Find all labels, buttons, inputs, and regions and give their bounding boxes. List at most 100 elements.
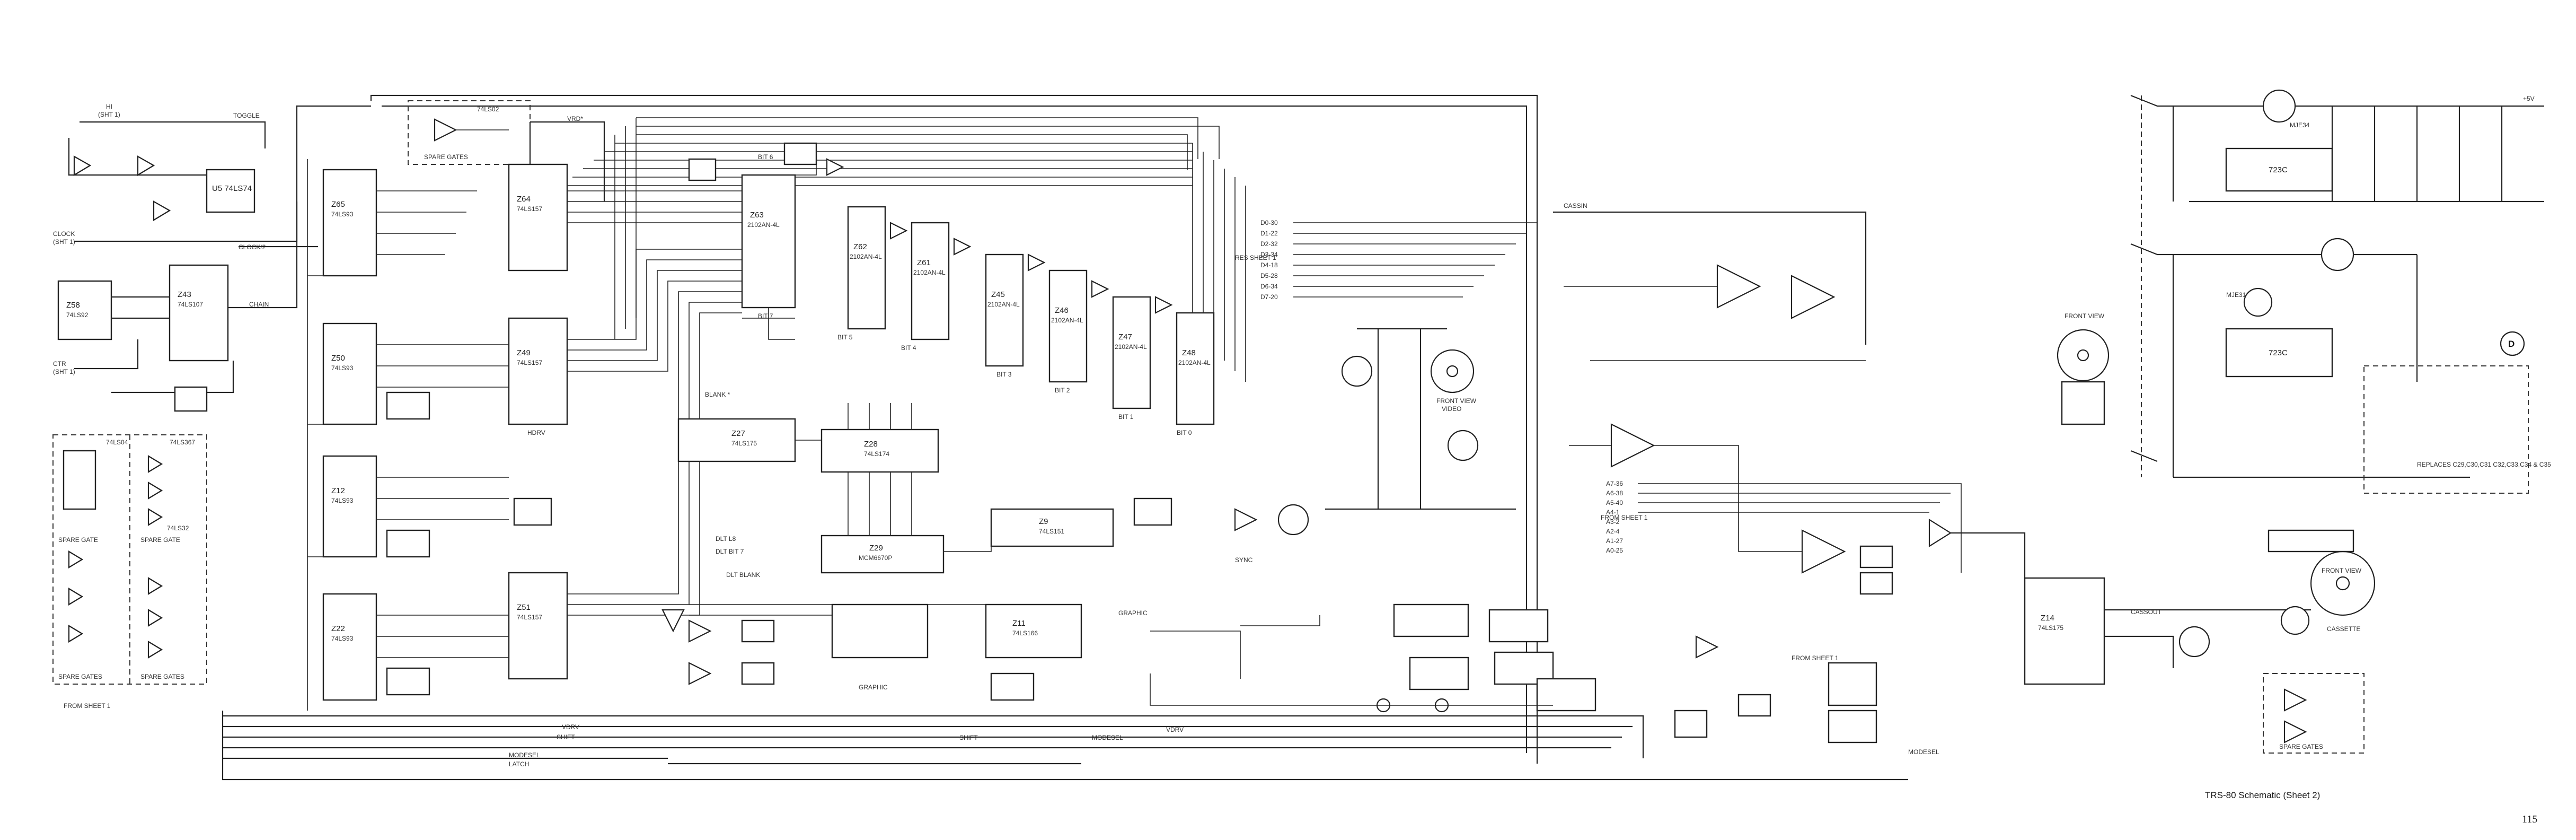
hdrv-label: HDRV	[527, 429, 545, 436]
chip-z61	[911, 222, 950, 340]
sht1-label: (SHT 1)	[98, 111, 120, 118]
vdrv-label-2: VDRV	[562, 723, 579, 731]
chip-z49-id: Z49	[517, 348, 531, 357]
timing-section: SYNC VDRV MODESEL SHIFT MODESEL	[959, 497, 1939, 756]
blank-label: BLANK *	[705, 391, 730, 398]
modesel-label-3: MODESEL	[509, 751, 540, 759]
data-bus-label-2: D2-32	[1260, 240, 1278, 248]
spare-gates-label-left-2: SPARE GATES	[140, 673, 184, 680]
bit2-label: BIT 2	[1055, 387, 1070, 394]
bit6-label: BIT 6	[758, 153, 773, 161]
clock-sht-label: (SHT 1)	[53, 238, 75, 246]
chip-z14-type: 74LS175	[2038, 624, 2063, 632]
power-supply: +5V MJE34 723C MJE31 723C FRONT VIEW REP…	[2057, 89, 2551, 494]
chip-z46-type: 2102AN-4L	[1051, 317, 1083, 324]
723c-label-top: 723C	[2269, 165, 2288, 174]
vdrv-label: VDRV	[1166, 726, 1184, 733]
from-sheet-label: FROM SHEET 1	[1792, 654, 1839, 662]
chip-z21	[386, 667, 430, 696]
mje31-label: MJE31	[2226, 291, 2246, 299]
chip-z43-id: Z43	[178, 290, 191, 299]
inverter-gate	[153, 200, 171, 221]
chain-label: CHAIN	[249, 301, 269, 308]
chip-z28	[821, 428, 939, 473]
ctr-label: CTR	[53, 360, 66, 368]
front-view-label-2: FRONT VIEW	[2322, 567, 2362, 574]
data-bus-label-4: D4-18	[1260, 261, 1278, 269]
chip-z11-type: 74LS166	[1012, 629, 1038, 637]
data-bus-label-3: D3-34	[1260, 251, 1278, 258]
chip-label: U5 74LS74	[212, 184, 252, 193]
inverter-gate	[73, 155, 92, 176]
chip-z50	[322, 322, 377, 425]
addr-bus-label-3: A4-1	[1606, 509, 1620, 516]
dlt-l8-label: DLT L8	[716, 535, 736, 542]
spare-gates-label-top: SPARE GATES	[424, 153, 468, 161]
chip-z9-type: 74LS151	[1039, 528, 1064, 535]
data-bus-label-0: D0-30	[1260, 219, 1278, 226]
chip-z22-id: Z22	[331, 624, 345, 633]
transistor-q1	[2262, 89, 2296, 123]
res-sheet-label: RES SHEET 1	[1235, 254, 1276, 261]
chip-z29	[821, 535, 945, 574]
chip-z14-id: Z14	[2041, 614, 2054, 623]
addr-bus-label-0: A7-36	[1606, 480, 1623, 487]
callout-d	[2500, 331, 2525, 356]
chip-z45	[985, 253, 1024, 367]
bottom-signals: LATCH MODESEL SHIFT VDRV FROM SHEET 1	[64, 702, 1908, 781]
clock-label: CLOCK	[53, 230, 75, 238]
chip-z58-id: Z58	[66, 301, 80, 310]
spare-gates-label-right: SPARE GATES	[2279, 743, 2323, 750]
spare-gate-type-b: 74LS367	[170, 439, 195, 446]
chip-z18	[990, 672, 1035, 701]
page-number: 115	[2522, 813, 2538, 825]
video-output: FRONT VIEW VIDEO	[1325, 328, 1516, 510]
chip-z48	[1176, 312, 1215, 425]
chip-z64	[508, 163, 568, 272]
sync-label: SYNC	[1235, 556, 1253, 564]
chip-z64-type: 74LS157	[517, 205, 542, 213]
chip-z58-type: 74LS92	[66, 311, 89, 319]
723c-label-bottom: 723C	[2269, 348, 2288, 357]
chip-z11	[985, 603, 1082, 659]
chip-z47	[1112, 296, 1151, 409]
address-bus-block: A7-36 A6-38 A5-40 A4-1 A3-2 A2-4 A1-27 A…	[1606, 480, 1962, 573]
data-bus-label-6: D6-34	[1260, 283, 1278, 290]
graphic-label: GRAPHIC	[1118, 609, 1148, 617]
chip-z63-id: Z63	[750, 211, 764, 220]
chip-z27	[677, 418, 796, 462]
addr-bus-label-4: A3-2	[1606, 518, 1620, 526]
chip-z65-type: 74LS93	[331, 211, 354, 218]
chip-z30	[688, 158, 717, 181]
chip-z68	[386, 529, 430, 558]
replaces-label: REPLACES C29,C30,C31 C32,C33,C34 & C35	[2417, 461, 2551, 468]
spare-gate-label: SPARE GATE	[58, 536, 98, 544]
chip-z30b	[1133, 497, 1172, 526]
chip-z49-type: 74LS157	[517, 359, 542, 366]
opamp-z4	[1716, 264, 1761, 309]
chip-z13	[831, 603, 929, 659]
spare-gates-left: SPARE GATE SPARE GATE SPARE GATES SPARE …	[52, 434, 207, 685]
chip-z9	[990, 508, 1114, 547]
chip-z62-id: Z62	[853, 242, 867, 251]
chip-z9-id: Z9	[1039, 517, 1048, 526]
chip-z50-type: 74LS93	[331, 364, 354, 372]
callout-d-label: D	[2508, 339, 2515, 349]
cassette-section: CASSIN FROM SHEET 1 FROM SHEET 1	[1553, 202, 1952, 743]
chip-z22-type: 74LS93	[331, 635, 354, 642]
chip-z29-type: MCM6670P	[859, 554, 892, 562]
data-bus-label-5: D5-28	[1260, 272, 1278, 279]
addr-bus-label-2: A5-40	[1606, 499, 1623, 506]
chip-z43	[169, 264, 229, 362]
replacement-box	[2363, 365, 2529, 494]
addr-bus-label-1: A6-38	[1606, 489, 1623, 497]
chip-z64-id: Z64	[517, 195, 531, 204]
cassette-latch: Z14 74LS175 CASSOUT CASSETTE FRONT VIEW	[1951, 529, 2376, 685]
modesel-label-2: MODESEL	[1908, 748, 1939, 756]
chip-z62	[847, 206, 886, 330]
chip-z47-id: Z47	[1118, 332, 1132, 342]
bit5-label: BIT 5	[837, 334, 853, 341]
mje34-label: MJE34	[2290, 121, 2310, 129]
chip-z24	[174, 386, 208, 412]
